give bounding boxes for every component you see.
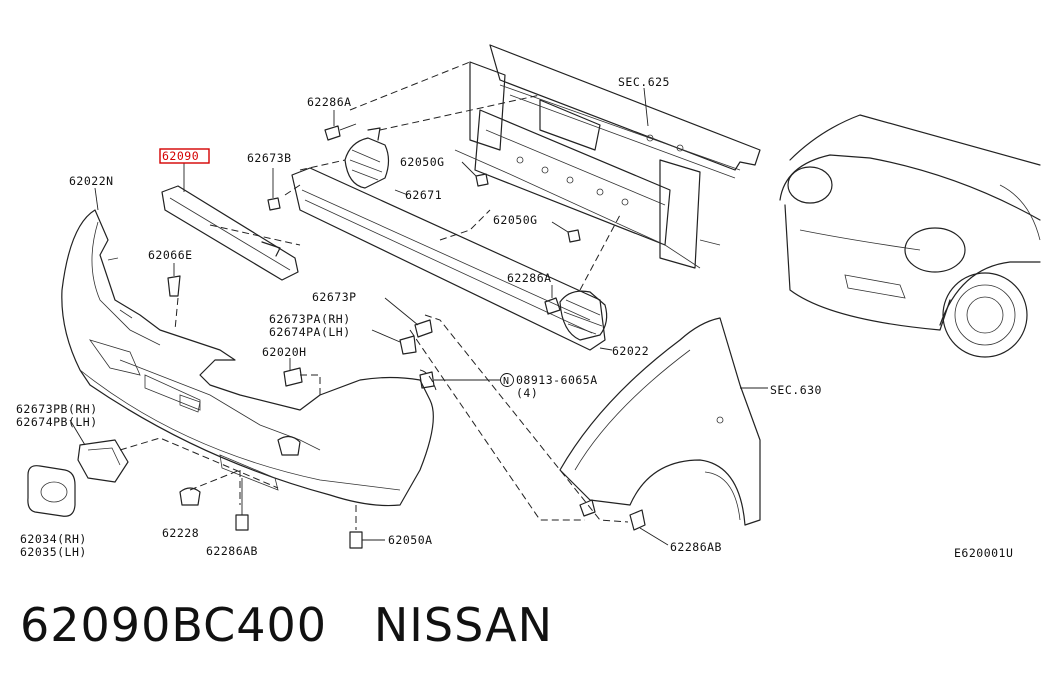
front-bumper-fascia xyxy=(61,209,434,507)
caption-brand: NISSAN xyxy=(373,598,553,652)
label-62286AB-right: 62286AB xyxy=(670,540,722,554)
front-fender xyxy=(559,317,761,526)
label-62674PB: 62674PB(LH) xyxy=(16,415,98,429)
side-bracket-62673PB xyxy=(77,439,129,483)
label-62286A-top: 62286A xyxy=(307,95,352,109)
label-sec630: SEC.630 xyxy=(770,383,822,397)
label-08913-qty: (4) xyxy=(516,386,538,400)
part-caption: 62090BC400 NISSAN xyxy=(20,598,553,652)
assembly-lines xyxy=(119,61,629,530)
parts-diagram: SEC.625 62286A 62090 62673B 62022N 62050… xyxy=(16,44,1041,560)
label-62286A-mid: 62286A xyxy=(507,271,552,285)
label-diagram-code: E620001U xyxy=(954,546,1013,560)
highlight-box xyxy=(159,148,210,164)
fasteners xyxy=(167,110,669,549)
label-62090-highlighted: 62090 xyxy=(162,149,199,163)
part-labels: SEC.625 62286A 62090 62673B 62022N 62050… xyxy=(16,75,1013,560)
bracket-62090 xyxy=(161,185,299,281)
label-62066E: 62066E xyxy=(148,248,193,262)
n-circle-icon xyxy=(500,373,514,387)
caption-part-number: 62090BC400 xyxy=(20,598,328,652)
label-62050G-2: 62050G xyxy=(493,213,538,227)
energy-absorber-62671 xyxy=(344,127,390,189)
label-08913: 08913-6065A xyxy=(516,373,598,387)
label-62022: 62022 xyxy=(612,344,649,358)
leader-62671 xyxy=(394,189,409,196)
label-62673P: 62673P xyxy=(312,290,357,304)
label-62050G-1: 62050G xyxy=(400,155,445,169)
label-62673B: 62673B xyxy=(247,151,292,165)
label-62022N: 62022N xyxy=(69,174,114,188)
label-62673PA: 62673PA(RH) xyxy=(269,312,351,326)
diagram-canvas: SEC.625 62286A 62090 62673B 62022N 62050… xyxy=(16,44,1041,560)
bumper-reinforcement xyxy=(291,167,606,351)
label-62050A: 62050A xyxy=(388,533,433,547)
leader-62022N xyxy=(94,187,99,211)
leader-62022 xyxy=(599,347,613,351)
fog-lamp-cover-62034 xyxy=(27,465,76,517)
label-08913-prefix: N xyxy=(503,376,510,387)
label-62671: 62671 xyxy=(405,188,442,202)
label-62674PA: 62674PA(LH) xyxy=(269,325,351,339)
label-62673PB: 62673PB(RH) xyxy=(16,402,98,416)
leader-sec625 xyxy=(643,87,649,127)
energy-absorber-62022 xyxy=(559,290,608,341)
label-62035: 62035(LH) xyxy=(20,545,87,559)
label-62020H: 62020H xyxy=(262,345,307,359)
label-sec625: SEC.625 xyxy=(618,75,670,89)
label-62286AB-left: 62286AB xyxy=(206,544,258,558)
radiator-core-support xyxy=(454,44,761,269)
label-62228: 62228 xyxy=(162,526,199,540)
label-62034: 62034(RH) xyxy=(20,532,87,546)
car-silhouette xyxy=(779,114,1041,358)
